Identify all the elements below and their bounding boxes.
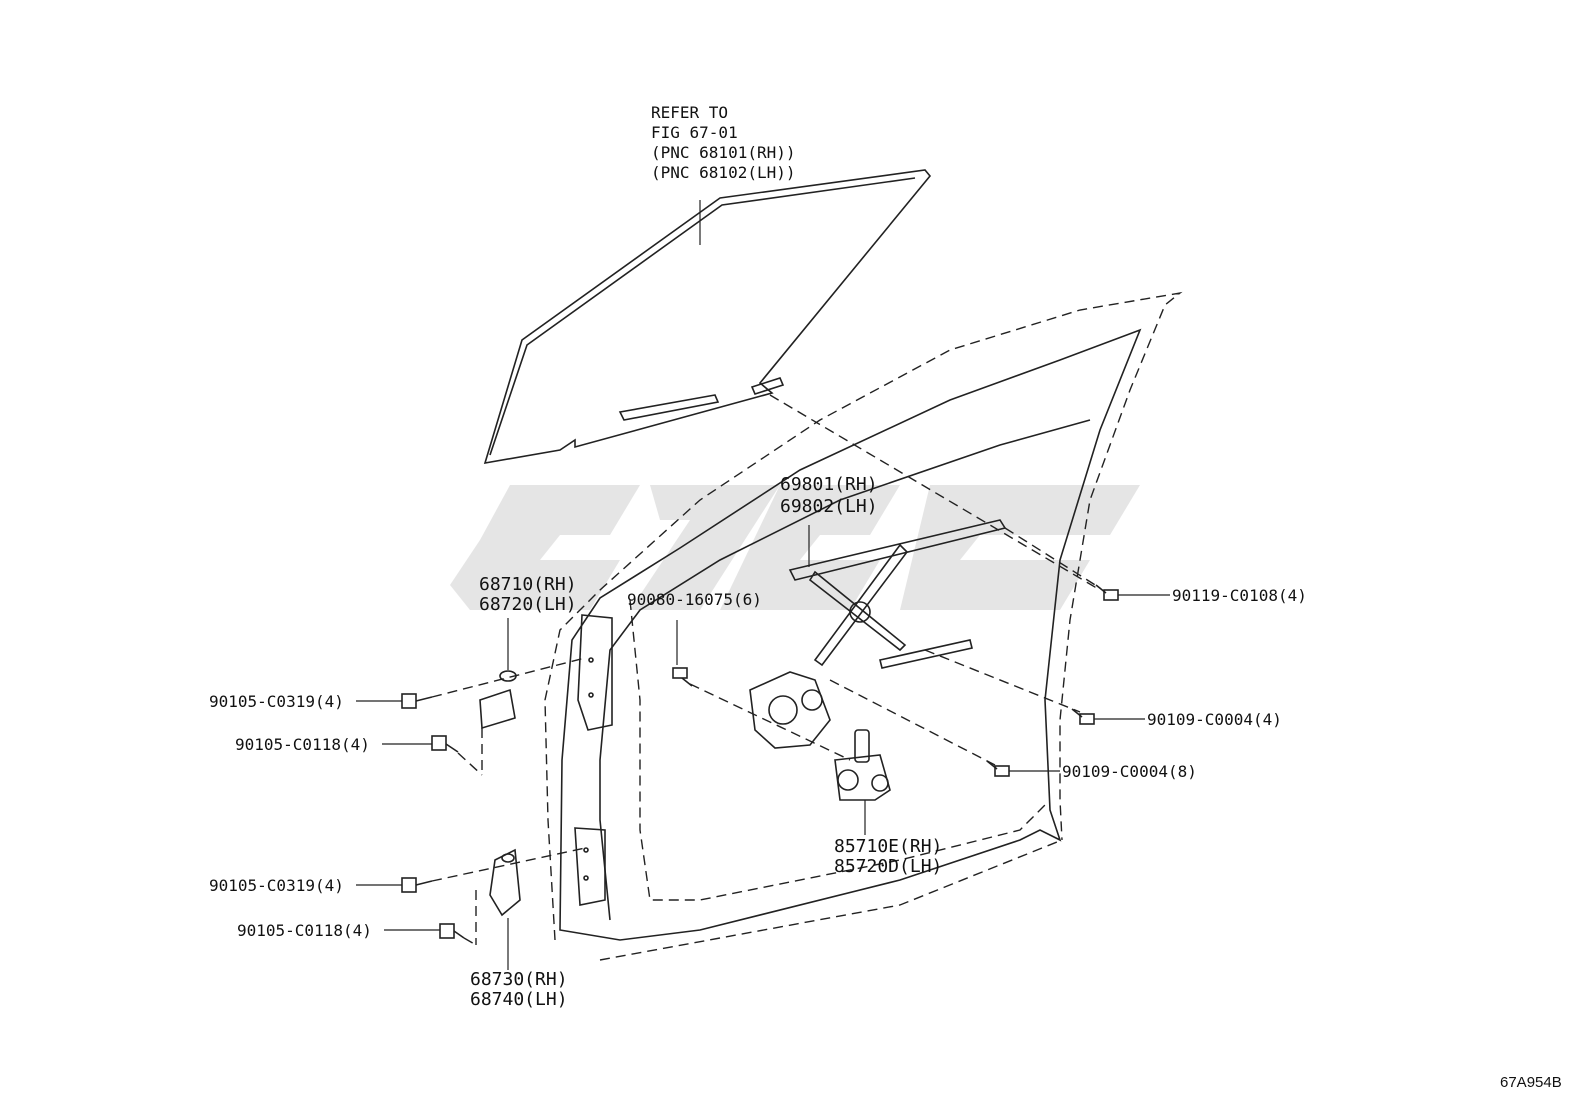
regulator-gear-assembly xyxy=(749,671,831,749)
upper-hinge-label-lh: 68720(LH) xyxy=(479,594,577,615)
glass-ref-line-2: FIG 67-01 xyxy=(651,123,738,142)
glass-ref-line-4: (PNC 68102(LH)) xyxy=(651,163,796,182)
bolt-label-90080: 90080-16075(6) xyxy=(627,590,762,609)
bolt-label-c0118-lower: 90105-C0118(4) xyxy=(237,921,372,940)
window-motor xyxy=(834,729,891,801)
regulator-label-lh: 69802(LH) xyxy=(780,496,878,517)
regulator-label-rh: 69801(RH) xyxy=(780,474,878,495)
door-frame xyxy=(544,291,1183,961)
door-inner-panel xyxy=(559,328,1142,941)
watermark-logo xyxy=(450,485,1140,610)
glass-reference-label: REFER TO FIG 67-01 (PNC 68101(RH)) (PNC … xyxy=(651,103,796,182)
bolt-label-90109-a: 90109-C0004(4) xyxy=(1147,710,1282,729)
bolt-label-c0319-upper: 90105-C0319(4) xyxy=(209,692,344,711)
glass-ref-line-1: REFER TO xyxy=(651,103,728,122)
bolt-icon-90109-a xyxy=(1071,708,1095,725)
bolt-icon-90080 xyxy=(672,667,693,687)
motor-label-rh: 85710E(RH) xyxy=(834,836,942,857)
bolt-label-90109-b: 90109-C0004(8) xyxy=(1062,762,1197,781)
glass-ref-line-3: (PNC 68101(RH)) xyxy=(651,143,796,162)
bolt-label-c0118-upper: 90105-C0118(4) xyxy=(235,735,370,754)
lower-hinge xyxy=(489,848,521,917)
figure-code: 67A954B xyxy=(1500,1074,1562,1091)
motor-label-lh: 85720D(LH) xyxy=(834,856,942,877)
lower-hinge-label-rh: 68730(RH) xyxy=(470,969,568,990)
hinge-pillar xyxy=(574,614,613,906)
leader-lines xyxy=(356,200,1170,970)
lower-hinge-label-lh: 68740(LH) xyxy=(470,989,568,1010)
lower-hinge-label: 68730(RH) 68740(LH) xyxy=(470,969,568,1010)
bolt-icon-90119 xyxy=(1095,584,1119,601)
door-glass xyxy=(483,169,932,465)
bolt-icon-c0319-lower xyxy=(401,877,433,893)
bolt-icon-c0319-upper xyxy=(401,693,433,709)
assembly-lines xyxy=(431,394,1101,946)
bolt-label-c0319-lower: 90105-C0319(4) xyxy=(209,876,344,895)
bolt-label-90119: 90119-C0108(4) xyxy=(1172,586,1307,605)
regulator-label: 69801(RH) 69802(LH) xyxy=(780,474,878,517)
bolt-icon-c0118-lower xyxy=(439,923,465,939)
upper-hinge-label-rh: 68710(RH) xyxy=(479,574,577,595)
upper-hinge-label: 68710(RH) 68720(LH) xyxy=(479,574,577,615)
bolt-icon-c0118-upper xyxy=(431,735,459,753)
motor-label: 85710E(RH) 85720D(LH) xyxy=(834,836,942,877)
